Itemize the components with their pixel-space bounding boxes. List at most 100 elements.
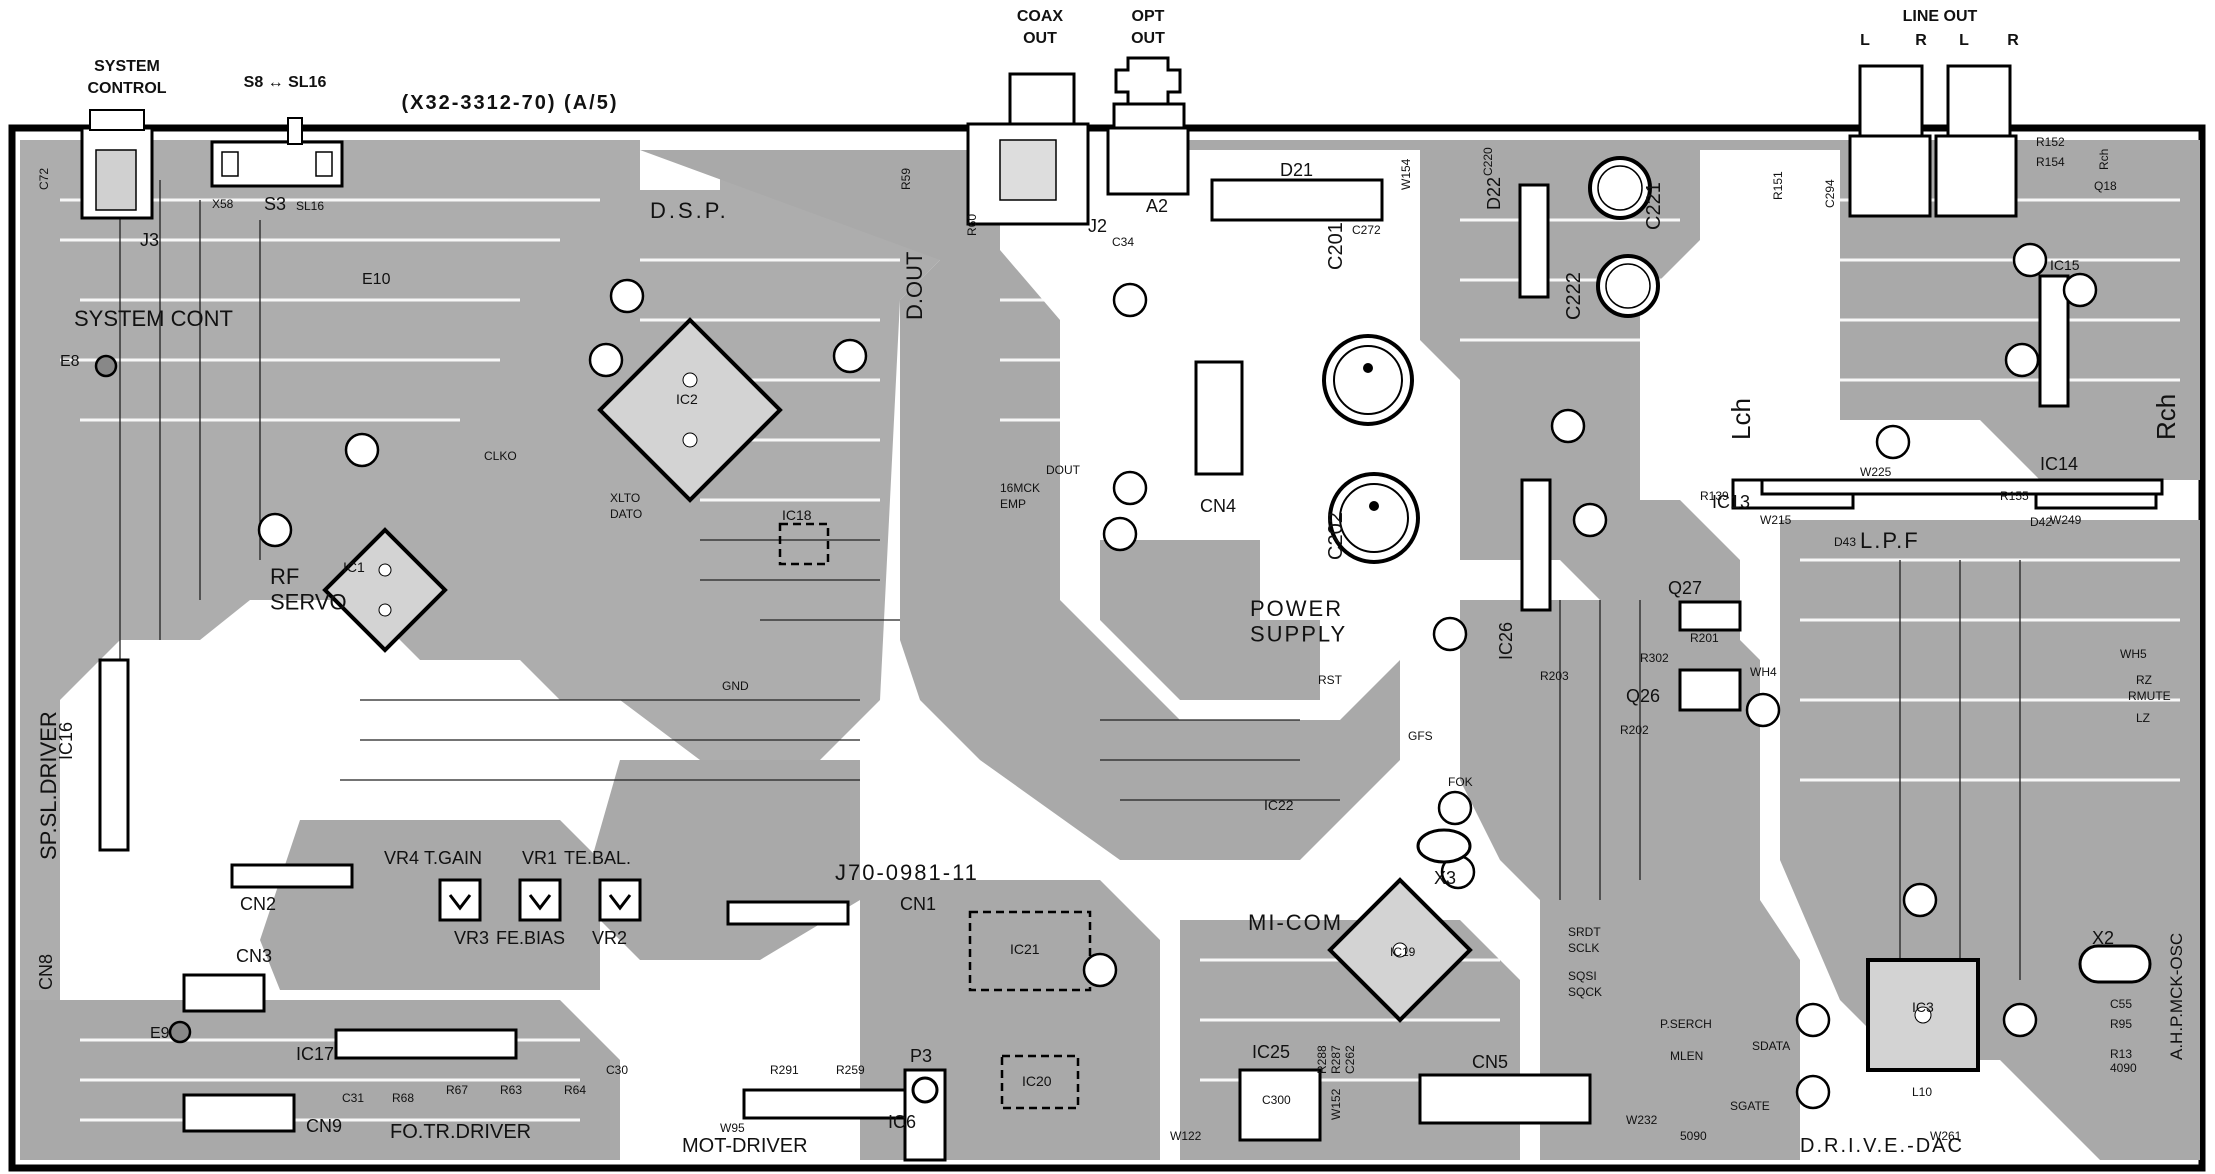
part-label: C221: [1643, 182, 1665, 230]
ic-label: IC15: [2050, 257, 2080, 273]
ic-label: IC6: [888, 1112, 916, 1132]
ic1-outline: [322, 527, 448, 653]
part-label: 5090: [1680, 1129, 1707, 1143]
block-lpf: L.P.F: [1860, 528, 1920, 553]
switch-label: S8 ↔ SL16: [243, 74, 327, 91]
part-label: R67: [446, 1083, 468, 1097]
part-label: C294: [1823, 179, 1837, 208]
part-label: D43: [1834, 535, 1856, 549]
part-label: R201: [1690, 631, 1719, 645]
part-labels: C201 C202 C221 C222 D21 D22 Q27 Q26 E8 E…: [37, 135, 2171, 1143]
block-dsp: D.S.P.: [650, 198, 729, 223]
part-label: R151: [1771, 171, 1785, 200]
opt-out-jack[interactable]: [1106, 56, 1190, 196]
part-label: E8: [60, 353, 80, 370]
part-label: W225: [1860, 465, 1892, 479]
vr3-label: VR3: [454, 928, 489, 948]
part-label: GND: [722, 679, 749, 693]
block-mot-driver: MOT-DRIVER: [682, 1135, 808, 1157]
part-label: WH5: [2120, 647, 2147, 661]
part-label: W232: [1626, 1113, 1658, 1127]
ic-label: IC21: [1010, 941, 1040, 957]
line-out-l1: L: [1860, 32, 1870, 49]
part-label: SRDT: [1568, 925, 1601, 939]
connector-label: CN3: [236, 946, 272, 966]
part-label: D42: [2030, 515, 2052, 529]
ic-label: IC19: [1390, 945, 1416, 959]
potentiometers[interactable]: [438, 878, 642, 922]
part-label: RST: [1318, 673, 1343, 687]
part-label: EMP: [1000, 497, 1026, 511]
ic-labels: IC1 IC2 IC3 IC6 IC13 IC14 IC15 IC16 IC17…: [56, 257, 2080, 1132]
block-d-out: D.OUT: [902, 252, 927, 320]
block-drive-dac: D.R.I.V.E.-DAC: [1800, 1135, 1964, 1157]
x2-label: X2: [2092, 928, 2114, 948]
block-mi-com: MI-COM: [1248, 910, 1343, 935]
s3-slide-switch[interactable]: [210, 117, 344, 188]
vr4-label: VR4: [384, 848, 419, 868]
part-label: R139: [1700, 489, 1729, 503]
small-parts: [94, 242, 2098, 1110]
part-label: DATO: [610, 507, 642, 521]
part-label: SCLK: [1568, 941, 1599, 955]
te-bal-label: TE.BAL.: [564, 848, 631, 868]
part-label: R13: [2110, 1047, 2132, 1061]
ic2-outline: [597, 317, 783, 503]
ic-label: IC16: [56, 722, 76, 760]
block-fo-tr-driver: FO.TR.DRIVER: [390, 1121, 531, 1143]
opt-out-label: OPT OUT: [1131, 8, 1165, 47]
line-out-jacks[interactable]: [1848, 64, 2018, 218]
system-control-jack[interactable]: [80, 109, 154, 220]
connector-label: CN2: [240, 894, 276, 914]
vr2-label: VR2: [592, 928, 627, 948]
ic-label: IC1: [343, 559, 365, 575]
capacitor-c222: [1596, 254, 1660, 318]
capacitor-c202: [1328, 472, 1420, 564]
control-labels: VR4 T.GAIN VR1 TE.BAL. VR3 FE.BIAS VR2 P…: [384, 848, 2114, 1066]
part-label: C31: [342, 1091, 364, 1105]
ic-label: IC13: [1712, 492, 1750, 512]
part-label: GFS: [1408, 729, 1433, 743]
part-label: D21: [1280, 160, 1313, 180]
ic-label: IC2: [676, 391, 698, 407]
connector-label: J3: [140, 230, 159, 250]
part-label: R63: [500, 1083, 522, 1097]
part-label: MLEN: [1670, 1049, 1703, 1063]
connector-label: SL16: [296, 199, 324, 213]
block-ahp-mck-osc: A.H.P.MCK-OSC: [2167, 933, 2186, 1060]
part-label: Q27: [1668, 578, 1702, 598]
signal-traces: [119, 180, 2021, 980]
part-reference: (X32-3312-70) (A/5): [401, 92, 619, 114]
part-label: LZ: [2136, 711, 2150, 725]
part-label: C72: [37, 168, 51, 190]
coax-out-jack[interactable]: [966, 72, 1090, 226]
part-label: R155: [2000, 489, 2029, 503]
part-label: 4090: [2110, 1061, 2137, 1075]
connector-label: A2: [1146, 196, 1168, 216]
part-label: R259: [836, 1063, 865, 1077]
t-gain-label: T.GAIN: [424, 848, 482, 868]
part-label: R68: [392, 1091, 414, 1105]
x3-crystal: [1416, 828, 1472, 864]
part-label: WH4: [1750, 665, 1777, 679]
ic3-outline: [1866, 958, 1980, 1072]
connector-labels: CN1 CN2 CN3 CN4 CN5 CN8 CN9 J3 J2 A2 S3 …: [36, 194, 1508, 1136]
ic-label: IC26: [1496, 622, 1516, 660]
part-label: C55: [2110, 997, 2132, 1011]
x2-crystal: [2078, 944, 2152, 984]
part-label: 16MCK: [1000, 481, 1040, 495]
part-label: E10: [362, 271, 391, 288]
p3-label: P3: [910, 1046, 932, 1066]
line-out-label: LINE OUT: [1902, 8, 1978, 25]
x3-label: X3: [1434, 868, 1456, 888]
connector-label: X58: [212, 197, 234, 211]
part-label: C220: [1481, 147, 1495, 176]
block-lch: Lch: [1726, 398, 1756, 440]
connector-label: J2: [1088, 216, 1107, 236]
part-label: L10: [1912, 1085, 1932, 1099]
part-label: SQCK: [1568, 985, 1602, 999]
part-label: R291: [770, 1063, 799, 1077]
line-out-r1: R: [1915, 32, 1927, 49]
ic-label: IC17: [296, 1044, 334, 1064]
